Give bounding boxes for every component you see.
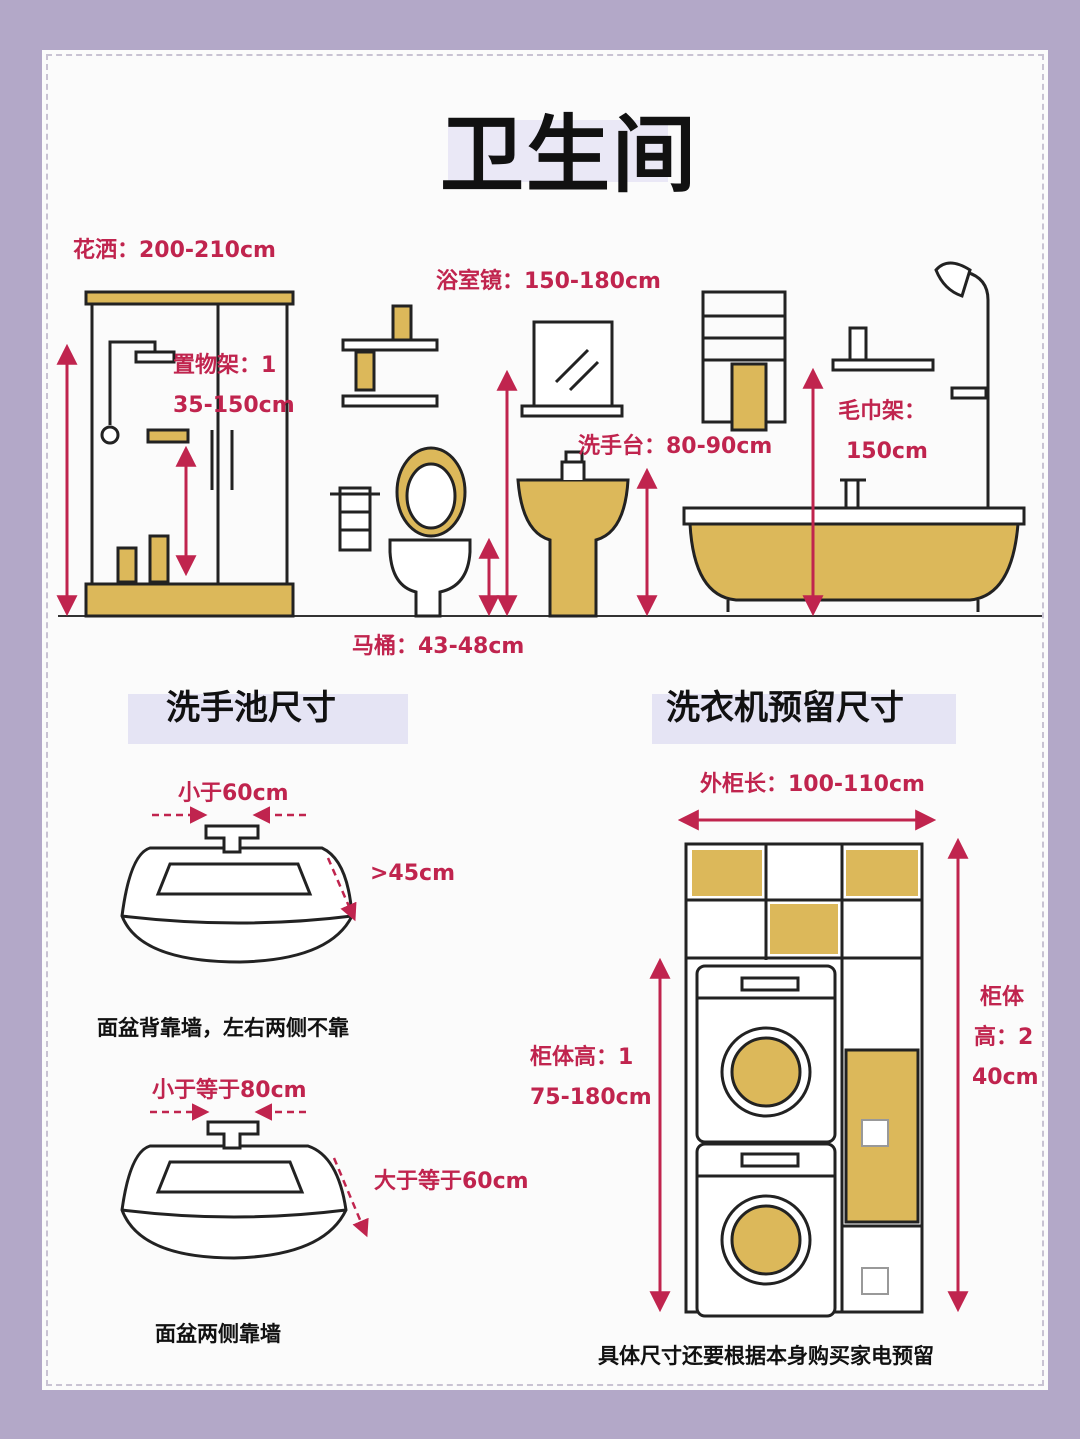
title-highlight [448,120,668,182]
sink1-width-label: 小于60cm [178,781,289,806]
washer-heading-highlight [652,694,956,744]
page-title: 卫生间 [440,106,699,204]
shower-label: 花洒：200-210cm [73,238,276,263]
bathtub-icon [682,478,1026,612]
sink-section-heading: 洗手池尺寸 [166,688,336,728]
shower-enclosure-icon [84,290,295,618]
washer-footnote: 具体尺寸还要根据本身购买家电预留 [598,1344,934,1368]
sink2-depth-arrow [332,1157,369,1238]
washer-height-label-line1: 柜体高：1 [530,1045,634,1070]
shelf-label-line2: 35-150cm [173,393,295,418]
sink-diagram-1 [120,824,354,964]
washer-top-icon [695,964,837,1144]
mirror-icon [520,320,624,418]
washer-height-label-line2: 75-180cm [530,1085,652,1110]
sink2-width-label: 小于等于80cm [152,1078,307,1103]
towel-rack-icon [701,290,787,432]
towel-label-line2: 150cm [846,439,928,464]
sink2-depth-label: 大于等于60cm [374,1169,529,1194]
basin-label: 洗手台：80-90cm [578,434,773,459]
cabinet-height-label-line2: 高：2 [974,1025,1034,1050]
washer-section-heading: 洗衣机预留尺寸 [666,688,904,728]
bath-shelf-icon [831,326,935,372]
washbasin-icon [516,450,630,618]
cabinet-width-label: 外柜长：100-110cm [700,772,925,797]
cabinet-height-label-line3: 40cm [972,1065,1039,1090]
toilet-icon [388,446,472,618]
toilet-label: 马桶：43-48cm [352,634,525,659]
sink1-caption: 面盆背靠墙，左右两侧不靠 [97,1016,349,1040]
towel-label-line1: 毛巾架： [838,399,927,424]
sink-diagram-2 [120,1120,348,1260]
sink1-depth-arrow [326,857,357,922]
sink2-caption: 面盆两侧靠墙 [155,1322,281,1346]
sink-heading-highlight [128,694,408,744]
toilet-paper-icon [330,486,380,552]
washer-bottom-icon [695,1142,837,1318]
shower-column-icon [934,261,990,516]
sink1-depth-label: >45cm [370,861,456,886]
mirror-label: 浴室镜：150-180cm [436,269,661,294]
power-outlet-icon [861,1119,889,1295]
cabinet-height-label-line1: 柜体 [980,985,1025,1010]
wall-shelf-icon [341,304,439,408]
shelf-label-line1: 置物架：1 [173,353,277,378]
